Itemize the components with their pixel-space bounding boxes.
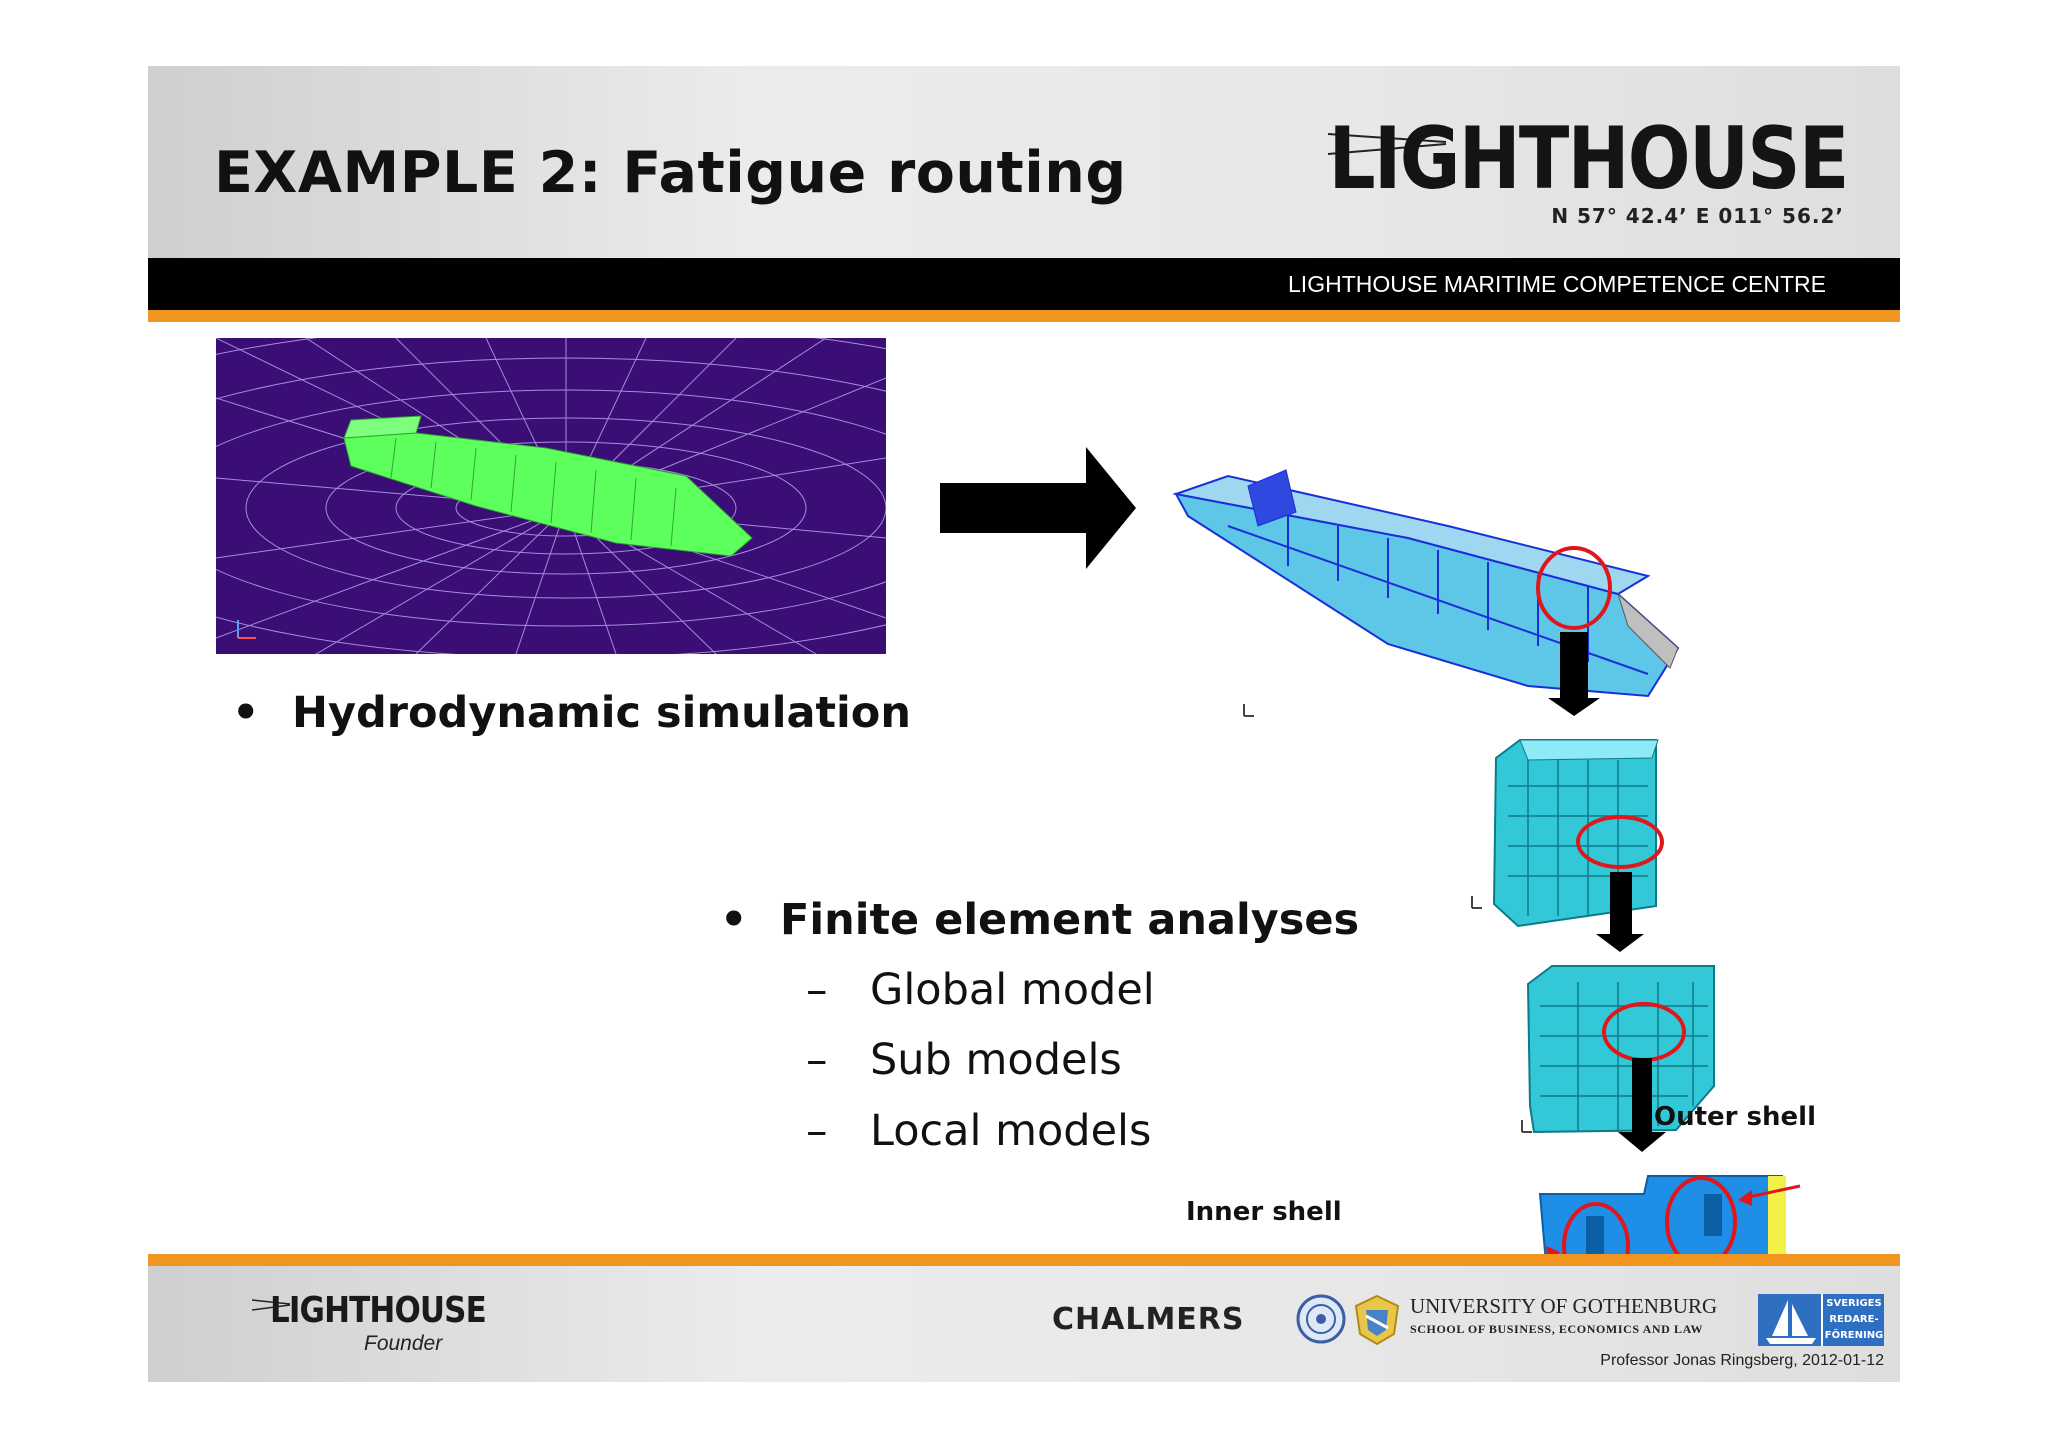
lighthouse-beam-icon — [1328, 133, 1447, 155]
bullet-hydrodynamic: • Hydrodynamic simulation — [232, 688, 911, 738]
sub-model-2 — [1521, 965, 1715, 1134]
sr-line-1: SVERIGES — [1826, 1298, 1882, 1309]
chalmers-logo: CHALMERS — [1052, 1302, 1245, 1337]
label-outer-shell: Outer shell — [1654, 1102, 1816, 1132]
outer-shell-pointer-icon — [1738, 1184, 1801, 1206]
gu-title: UNIVERSITY OF GOTHENBURG — [1410, 1294, 1718, 1318]
down-arrow-icon-2 — [1596, 872, 1644, 952]
ship-hull-green — [343, 415, 753, 557]
slide: EXAMPLE 2: Fatigue routing LIGHTHOUSE N … — [148, 66, 1900, 1382]
founder-label: Founder — [364, 1332, 443, 1355]
orange-divider-top — [148, 310, 1900, 322]
university-seal-icon — [1296, 1294, 1346, 1344]
slide-title: EXAMPLE 2: Fatigue routing — [214, 140, 1127, 206]
sr-line-3: FÖRENING — [1824, 1330, 1884, 1341]
bullet-hydrodynamic-label: Hydrodynamic simulation — [292, 688, 911, 738]
slide-header — [148, 66, 1900, 258]
right-arrow-icon — [940, 447, 1136, 569]
gu-subtitle: SCHOOL OF BUSINESS, ECONOMICS AND LAW — [1410, 1322, 1704, 1336]
dash-icon-2: – — [806, 1035, 828, 1085]
black-banner — [148, 258, 1900, 310]
slide-footer — [148, 1254, 1900, 1382]
hydrodynamic-mesh-image — [216, 338, 886, 654]
dash-icon: – — [806, 965, 828, 1015]
sub-item-global: –Global model — [806, 965, 1155, 1015]
bullet-icon: • — [232, 688, 260, 738]
sub-item-label-2: Sub models — [870, 1035, 1122, 1085]
dash-icon-3: – — [806, 1106, 828, 1156]
ship-sail-icon — [1758, 1294, 1884, 1346]
presenter-credit: Professor Jonas Ringsberg, 2012-01-12 — [1600, 1352, 1884, 1369]
lighthouse-coords: N 57° 42.4’ E 011° 56.2’ — [1551, 204, 1844, 228]
lighthouse-logo-word: LIGHTHOUSE — [1328, 109, 1850, 209]
sub-item-label: Global model — [870, 965, 1155, 1015]
bullet-icon-2: • — [720, 895, 748, 945]
sveriges-redareforening-logo: SVERIGES REDARE- FÖRENING — [1758, 1294, 1884, 1346]
orange-divider-bottom — [148, 1254, 1900, 1266]
banner-text: LIGHTHOUSE MARITIME COMPETENCE CENTRE — [1288, 271, 1826, 297]
sub-item-label-3: Local models — [870, 1106, 1152, 1156]
sub-item-sub: –Sub models — [806, 1035, 1122, 1085]
lighthouse-logo: LIGHTHOUSE N 57° 42.4’ E 011° 56.2’ — [1328, 109, 1850, 251]
sub-item-local: –Local models — [806, 1106, 1151, 1156]
bullet-fe-label: Finite element analyses — [780, 895, 1360, 945]
sr-line-2: REDARE- — [1829, 1314, 1879, 1325]
label-inner-shell: Inner shell — [1186, 1197, 1342, 1227]
global-fe-ship-model — [1172, 469, 1680, 717]
down-arrow-icon-3 — [1618, 1058, 1666, 1152]
gothenburg-crest-icon — [1354, 1294, 1400, 1346]
sub-model-1 — [1471, 739, 1664, 928]
bullet-finite-element: • Finite element analyses — [720, 895, 1359, 945]
down-arrow-icon — [1548, 632, 1600, 716]
lighthouse-beam-icon-small — [252, 1299, 291, 1311]
fe-models-figure — [1172, 469, 1801, 1290]
lighthouse-founder-word: LIGHTHOUSE — [270, 1290, 487, 1331]
lighthouse-founder-logo: LIGHTHOUSE Founder — [252, 1290, 487, 1360]
mesh-figure — [216, 338, 886, 654]
